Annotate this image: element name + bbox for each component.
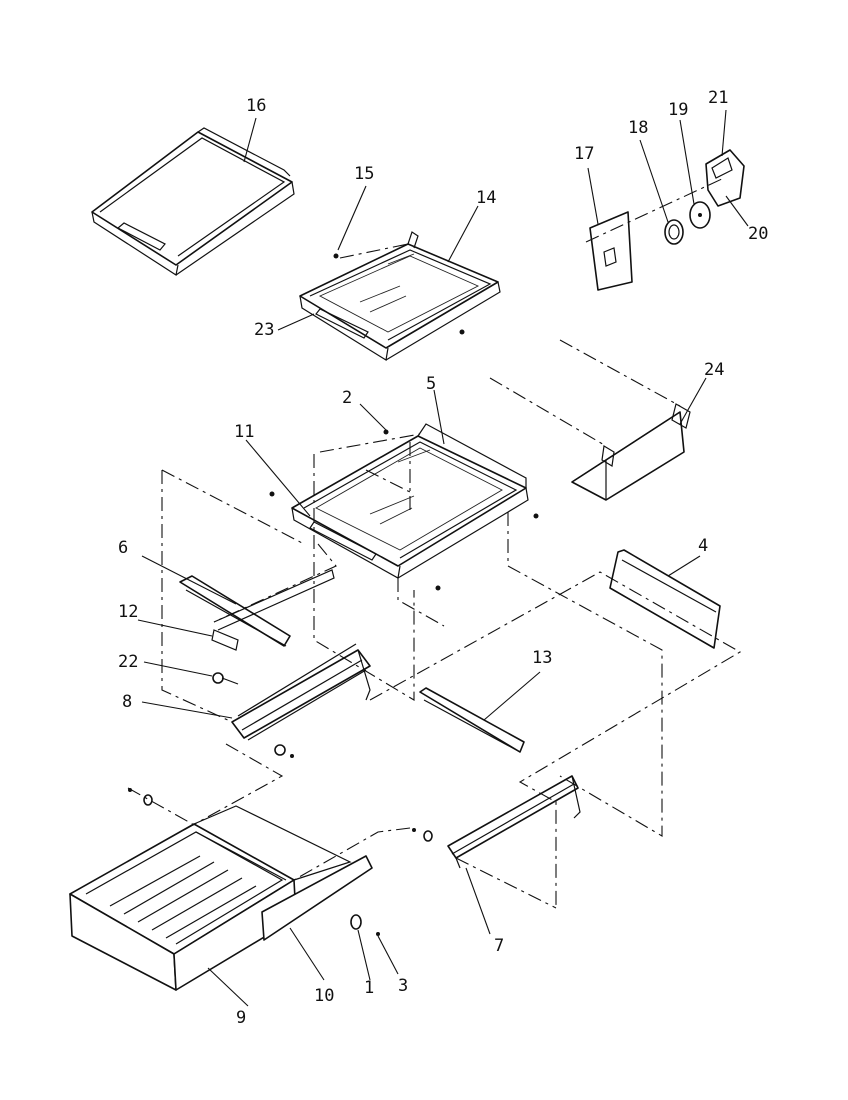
callout-21: 21 [708,88,729,108]
slide-rail-7 [447,775,581,869]
callout-1: 1 [364,978,375,998]
assembly-lines [127,243,742,909]
callout-6: 6 [118,538,129,558]
callout-7: 7 [494,936,505,956]
glass-shelf-5 [291,423,529,579]
rail-13 [419,687,525,753]
callout-2: 2 [342,388,353,408]
callout-24: 24 [704,360,725,380]
crisper-frame-8 [231,643,371,756]
glass-shelf-14 [299,231,501,361]
callout-14: 14 [476,188,497,208]
callout-18: 18 [628,118,649,138]
control-assembly [585,149,745,291]
shelf-16 [91,127,295,276]
rail-6 [179,569,335,685]
callout-9: 9 [236,1008,247,1028]
callout-12: 12 [118,602,139,622]
crisper-drawer-9 [69,805,373,991]
callout-13: 13 [532,648,553,668]
callout-8: 8 [122,692,133,712]
callout-3: 3 [398,976,409,996]
callout-5: 5 [426,374,437,394]
callout-23: 23 [254,320,275,340]
callout-22: 22 [118,652,139,672]
callout-20: 20 [748,224,769,244]
callout-17: 17 [574,144,595,164]
leader-lines [137,109,749,1007]
callout-15: 15 [354,164,375,184]
pan-cover-4 [609,549,721,649]
crisper-cover-24 [571,403,691,501]
callout-11: 11 [234,422,255,442]
callout-10: 10 [314,986,335,1006]
callout-4: 4 [698,536,709,556]
callout-16: 16 [246,96,267,116]
callout-19: 19 [668,100,689,120]
